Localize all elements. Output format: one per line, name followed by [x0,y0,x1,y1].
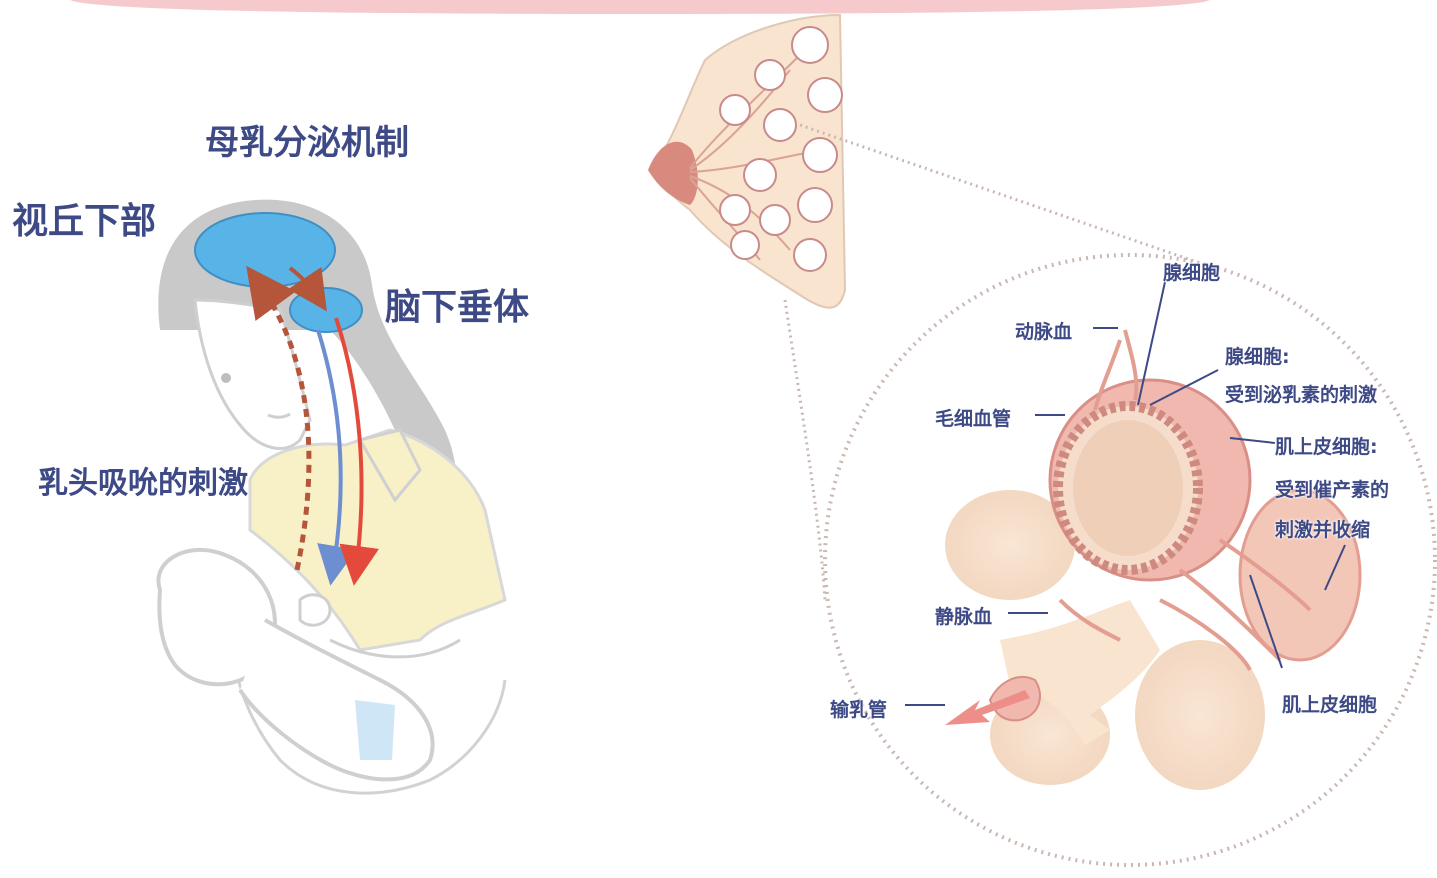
myoepithelial-label-2: 受到催产素的 [1275,475,1389,502]
pituitary-label: 脑下垂体 [385,278,529,330]
capillary-label: 毛细血管 [935,404,1011,431]
myoepithelial-label-3: 刺激并收缩 [1275,515,1370,542]
gland-cell-prolactin-label-2: 受到泌乳素的刺激 [1225,380,1377,407]
vein-label: 静脉血 [935,602,992,629]
myoepithelial-label-1: 肌上皮细胞: [1275,432,1378,459]
suckling-label: 乳头吸吮的刺激 [38,458,248,502]
hypothalamus-shape [195,213,335,287]
diagram-title: 母乳分泌机制 [205,115,409,164]
baby-hand [300,595,330,625]
gland-cell-prolactin-label-1: 腺细胞: [1225,342,1290,369]
pituitary-shape [290,288,362,332]
top-banner [70,0,1210,14]
baby-diaper [355,700,395,760]
milk-duct-label: 输乳管 [830,695,887,722]
breast-section [648,15,845,308]
alveolus-lumen [1073,420,1183,556]
hypothalamus-label: 视丘下部 [12,192,156,244]
myoepithelial-bottom-label: 肌上皮细胞 [1282,690,1377,717]
nipple [648,142,698,205]
gland-cell-top-label: 腺细胞 [1163,258,1220,285]
artery-label: 动脉血 [1015,317,1072,344]
mother-eye [221,373,231,383]
